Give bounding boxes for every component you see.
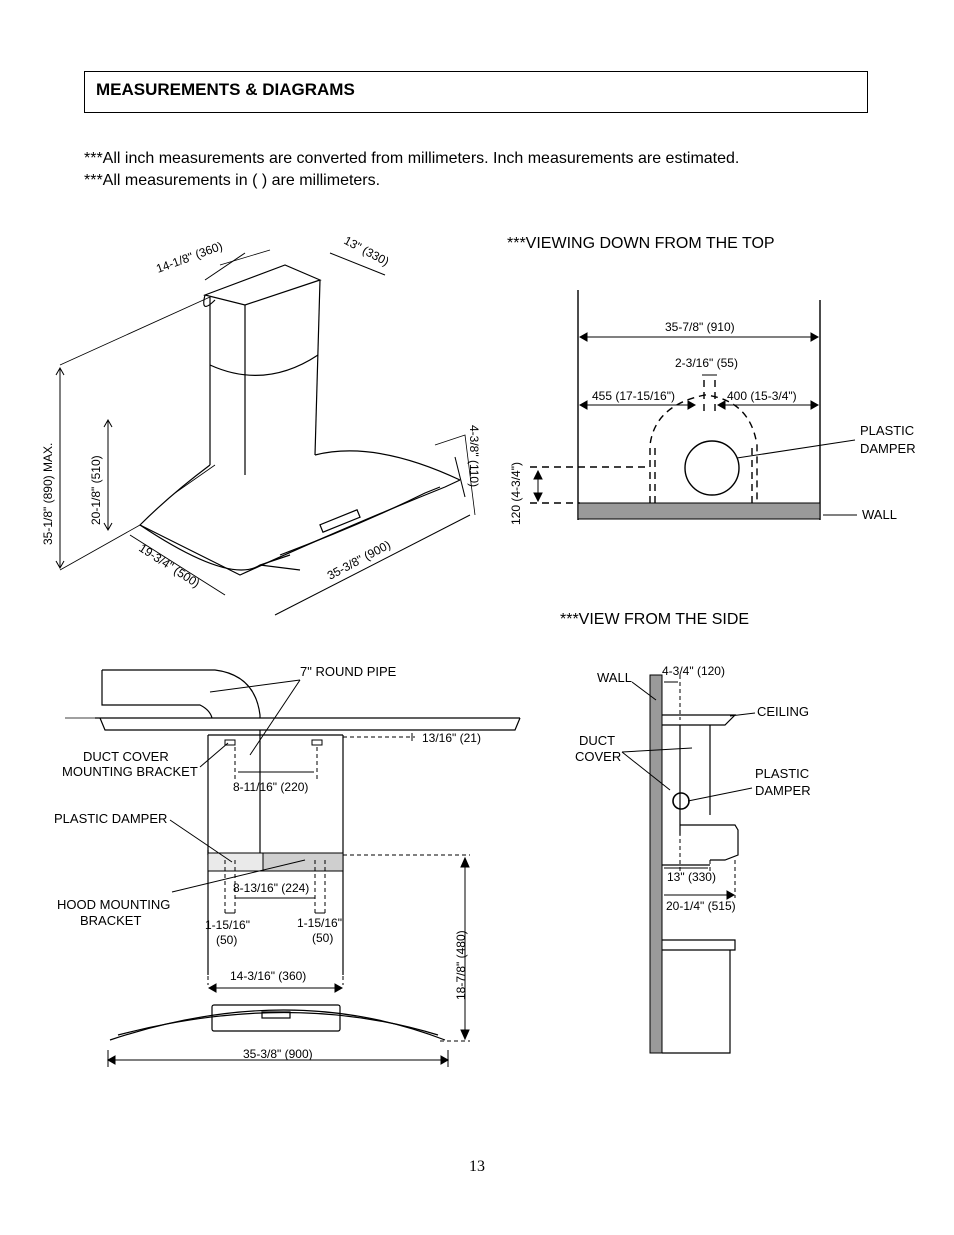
- top-height-label: 120 (4-3/4"): [509, 462, 523, 525]
- front-bracket-spacing-label: 8-11/16" (220): [233, 780, 308, 794]
- caption-top-view: ***VIEWING DOWN FROM THE TOP: [507, 235, 775, 252]
- iso-hood-thickness-label: 4-3/8" (110): [467, 425, 481, 487]
- side-damper-circle: [672, 792, 690, 810]
- front-duct-cover-label: DUCT COVER: [83, 749, 169, 764]
- front-left-hole-label: 1-15/16": [205, 918, 250, 932]
- top-left-offset-label: 455 (17-15/16"): [592, 389, 675, 403]
- iso-chimney-height-label: 20-1/8" (510): [89, 455, 103, 525]
- top-right-offset-label: 400 (15-3/4"): [727, 389, 797, 403]
- front-round-pipe-label: 7" ROUND PIPE: [300, 664, 397, 679]
- section-title: MEASUREMENTS & DIAGRAMS: [96, 80, 355, 99]
- top-gap-label: 2-3/16" (55): [675, 356, 738, 370]
- front-mounting-bracket-label: MOUNTING BRACKET: [62, 764, 198, 779]
- caption-side-view: ***VIEW FROM THE SIDE: [560, 611, 750, 628]
- side-offset-label: 4-3/4" (120): [662, 664, 725, 678]
- note-millimeters: ***All measurements in ( ) are millimete…: [84, 172, 381, 189]
- wall-block: [577, 502, 821, 520]
- side-depth-hood-label: 20-1/4" (515): [666, 899, 736, 913]
- top-view-diagram: 35-7/8" (910) 2-3/16" (55) 455 (17-15/16…: [509, 290, 916, 525]
- front-top-offset-label: 13/16" (21): [422, 731, 481, 745]
- note-conversion: ***All inch measurements are converted f…: [84, 150, 740, 167]
- side-duct-label: DUCT: [579, 733, 615, 748]
- front-bracket-height-label: 18-7/8" (480): [454, 930, 468, 1000]
- front-left-hole-mm-label: (50): [216, 933, 237, 947]
- iso-chimney-depth-label: 13" (330): [342, 233, 392, 268]
- front-view-diagram: 7" ROUND PIPE 13/16" (21) DUCT COVER MOU…: [54, 664, 521, 1067]
- front-right-hole-label: 1-15/16": [297, 916, 342, 930]
- front-hood-bracket-label: HOOD MOUNTING: [57, 897, 170, 912]
- side-wall-label: WALL: [597, 670, 632, 685]
- top-damper-label: DAMPER: [860, 441, 916, 456]
- top-plastic-label: PLASTIC: [860, 423, 914, 438]
- front-duct-width-label: 14-3/16" (360): [230, 969, 306, 983]
- damper-circle: [684, 440, 740, 496]
- side-damper-label: DAMPER: [755, 783, 811, 798]
- front-plastic-damper-label: PLASTIC DAMPER: [54, 811, 167, 826]
- front-right-hole-mm-label: (50): [312, 931, 333, 945]
- top-total-width-label: 35-7/8" (910): [665, 320, 735, 334]
- page-number: 13: [469, 1158, 485, 1175]
- side-cover-label: COVER: [575, 749, 621, 764]
- side-ceiling-label: CEILING: [757, 704, 809, 719]
- iso-chimney-width-label: 14-1/8" (360): [154, 239, 224, 276]
- isometric-diagram: 14-1/8" (360) 13" (330) 35-1/8" (890) MA…: [41, 233, 481, 616]
- side-plastic-label: PLASTIC: [755, 766, 809, 781]
- section-header: MEASUREMENTS & DIAGRAMS: [84, 71, 868, 113]
- side-wall: [649, 674, 663, 1054]
- front-hood-bracket-label-2: BRACKET: [80, 913, 141, 928]
- side-depth-chimney-label: 13" (330): [667, 870, 716, 884]
- iso-hood-depth-label: 19-3/4" (500): [136, 541, 202, 591]
- front-hood-width-label: 35-3/8" (900): [243, 1047, 313, 1061]
- top-wall-label: WALL: [862, 507, 897, 522]
- front-hood-bracket-spacing-label: 8-13/16" (224): [233, 881, 309, 895]
- iso-max-height-label: 35-1/8" (890) MAX.: [41, 443, 55, 545]
- side-view-diagram: WALL 4-3/4" (120) CEILING DUCT COVER PLA…: [575, 664, 811, 1054]
